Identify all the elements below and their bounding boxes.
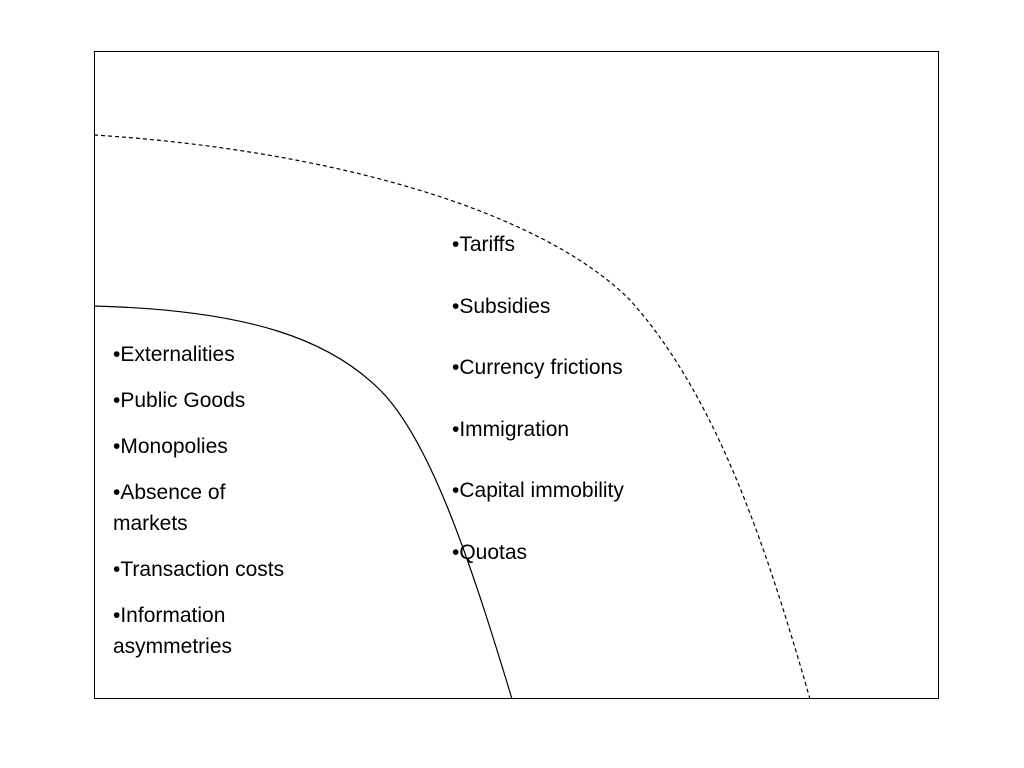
outer-frontier-curve <box>93 134 811 700</box>
inner-item-externalities: •Externalities <box>113 343 235 366</box>
outer-item-currency-frictions: •Currency frictions <box>452 356 623 380</box>
outer-item-quotas: •Quotas <box>452 540 528 564</box>
inner-frontier-curve <box>93 305 513 700</box>
outer-item-subsidies: •Subsidies <box>452 294 551 318</box>
inner-region-list: •Externalities •Public Goods •Monopolies… <box>113 339 288 677</box>
outer-item-capital-immobility: •Capital immobility <box>452 479 624 503</box>
inner-item-public-goods: •Public Goods <box>113 389 246 412</box>
inner-item-monopolies: •Monopolies <box>113 435 228 458</box>
outer-item-immigration: •Immigration <box>452 417 570 441</box>
outer-region-list: •Tariffs •Subsidies •Currency frictions … <box>452 229 712 599</box>
inner-item-transaction-costs: •Transaction costs <box>113 558 285 581</box>
inner-item-information-asymmetries: •Information asymmetries <box>113 604 233 658</box>
diagram-frame <box>94 51 939 699</box>
outer-item-tariffs: •Tariffs <box>452 233 515 256</box>
inner-item-absence-of-markets: •Absence of markets <box>113 481 226 535</box>
